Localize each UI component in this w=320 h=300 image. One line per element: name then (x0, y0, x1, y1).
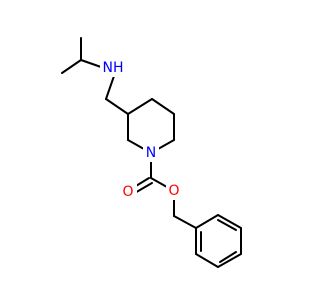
bond-phenyl-5 (217, 214, 242, 229)
atom-n-ring-label: N (146, 145, 156, 161)
atom-o-ester-label: O (168, 183, 179, 199)
atom-labels: NH N O O (100, 59, 182, 201)
atom-nh-label: NH (103, 60, 124, 76)
bond-phenyl-6 (195, 214, 219, 229)
molecule-structure: NH N O O (61, 37, 242, 268)
bond-phenyl-2 (195, 253, 219, 268)
bond-phenyl-inner-3 (219, 251, 237, 263)
bond-ch2-phenyl (173, 215, 197, 229)
bond-ring-c3-c4 (127, 98, 153, 115)
atom-o-carbonyl-label: O (122, 184, 133, 200)
bond-ring-c4-c5 (151, 98, 175, 115)
bond-phenyl-inner-2 (217, 219, 237, 231)
bond-ch2-ring (105, 98, 129, 115)
bond-nh-ch2 (105, 75, 115, 100)
bond-phenyl-3 (217, 253, 242, 268)
bond-methyl-left (61, 59, 82, 74)
bond-isopropyl-nh (80, 59, 102, 68)
